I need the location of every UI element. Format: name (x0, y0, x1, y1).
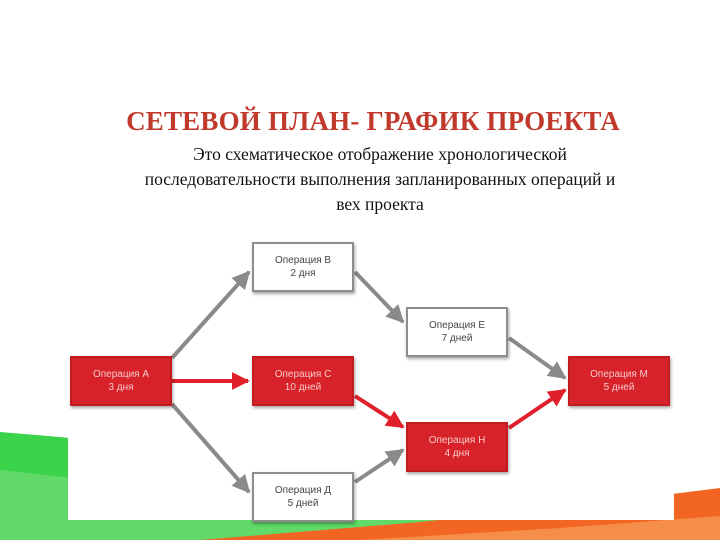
node-operation-c: Операция С 10 дней (252, 356, 354, 406)
node-a-duration: 3 дня (108, 382, 134, 393)
node-c-duration: 10 дней (284, 382, 322, 393)
node-b-name: Операция В (274, 255, 332, 266)
node-d-duration: 5 дней (287, 498, 319, 509)
page-title: СЕТЕВОЙ ПЛАН- ГРАФИК ПРОЕКТА (126, 106, 620, 136)
node-e-name: Операция Е (428, 320, 486, 331)
arrow-e-to-m (507, 336, 567, 380)
node-e-duration: 7 дней (441, 333, 473, 344)
node-d-name: Операция Д (274, 485, 332, 496)
node-m-duration: 5 дней (603, 382, 635, 393)
arrow-d-to-h (353, 448, 405, 484)
network-diagram: Операция А 3 дня Операция В 2 дня Операц… (68, 232, 674, 522)
node-operation-h: Операция Н 4 дня (406, 422, 508, 472)
subtitle-line-1: Это схематическое отображение хронологич… (193, 144, 567, 164)
node-operation-b: Операция В 2 дня (252, 242, 354, 292)
diagram-arrows (170, 270, 567, 494)
subtitle: Это схематическое отображение хронологич… (60, 142, 700, 217)
node-operation-e: Операция Е 7 дней (406, 307, 508, 357)
arrow-h-to-m (507, 388, 567, 430)
node-a-name: Операция А (92, 369, 150, 380)
node-m-name: Операция М (590, 369, 648, 380)
green-band-light (0, 470, 720, 540)
node-operation-m: Операция М 5 дней (568, 356, 670, 406)
node-c-name: Операция С (274, 369, 332, 380)
arrow-a-to-d (170, 402, 251, 494)
orange-band-light (360, 516, 720, 540)
arrow-c-to-h (353, 394, 405, 429)
node-operation-a: Операция А 3 дня (70, 356, 172, 406)
node-operation-d: Операция Д 5 дней (252, 472, 354, 522)
node-h-duration: 4 дня (444, 448, 470, 459)
subtitle-line-3: вех проекта (336, 194, 424, 214)
arrow-b-to-e (353, 270, 405, 324)
arrow-a-to-b (170, 270, 251, 360)
node-b-duration: 2 дня (290, 268, 316, 279)
subtitle-line-2: последовательности выполнения запланиров… (144, 169, 616, 189)
node-h-name: Операция Н (428, 435, 486, 446)
